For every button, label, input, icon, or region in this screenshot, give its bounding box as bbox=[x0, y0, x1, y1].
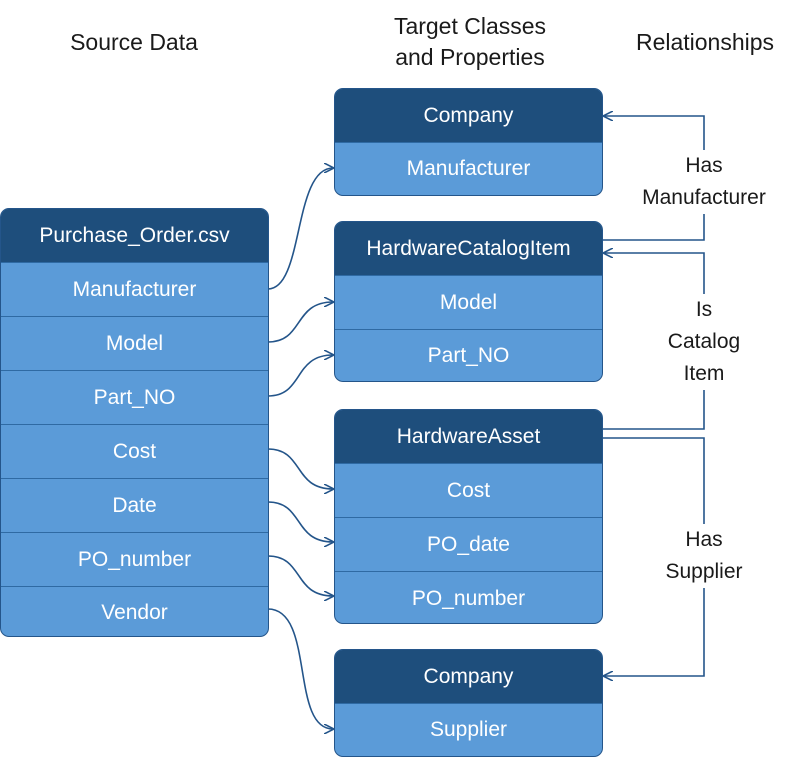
target-class-hardware-asset: HardwareAsset Cost PO_date PO_number bbox=[334, 409, 603, 624]
class-property-part-no: Part_NO bbox=[335, 329, 602, 381]
source-table-title: Purchase_Order.csv bbox=[1, 209, 268, 262]
class-property-po-date: PO_date bbox=[335, 517, 602, 571]
class-property-manufacturer: Manufacturer bbox=[335, 142, 602, 195]
mapping-part-no bbox=[267, 355, 333, 397]
class-property-po-number: PO_number bbox=[335, 571, 602, 623]
target-class-company-manufacturer: Company Manufacturer bbox=[334, 88, 603, 196]
source-field-part-no: Part_NO bbox=[1, 370, 268, 424]
source-field-cost: Cost bbox=[1, 424, 268, 478]
source-field-manufacturer: Manufacturer bbox=[1, 262, 268, 316]
target-classes-heading: Target Classes and Properties bbox=[393, 13, 547, 70]
class-title: Company bbox=[335, 89, 602, 142]
source-field-model: Model bbox=[1, 316, 268, 370]
relationship-label-has-manufacturer: Has Manufacturer bbox=[622, 150, 786, 214]
target-class-hardware-catalog-item: HardwareCatalogItem Model Part_NO bbox=[334, 221, 603, 382]
class-property-model: Model bbox=[335, 275, 602, 329]
class-title: HardwareCatalogItem bbox=[335, 222, 602, 275]
mapping-manufacturer bbox=[267, 168, 333, 290]
class-title: Company bbox=[335, 650, 602, 703]
source-data-heading: Source Data bbox=[70, 29, 198, 55]
mapping-vendor bbox=[267, 608, 333, 729]
class-title: HardwareAsset bbox=[335, 410, 602, 463]
mapping-po-number bbox=[267, 555, 333, 596]
source-field-date: Date bbox=[1, 478, 268, 532]
source-field-po-number: PO_number bbox=[1, 532, 268, 586]
mapping-date bbox=[267, 501, 333, 542]
target-class-company-supplier: Company Supplier bbox=[334, 649, 603, 757]
source-field-vendor: Vendor bbox=[1, 586, 268, 636]
class-property-supplier: Supplier bbox=[335, 703, 602, 756]
mapping-cost bbox=[267, 448, 333, 489]
class-property-cost: Cost bbox=[335, 463, 602, 517]
relationship-label-has-supplier: Has Supplier bbox=[648, 524, 760, 588]
source-table-purchase-order: Purchase_Order.csv Manufacturer Model Pa… bbox=[0, 208, 269, 637]
relationships-heading: Relationships bbox=[635, 29, 775, 55]
relationship-label-is-catalog-item: Is Catalog Item bbox=[655, 294, 753, 390]
mapping-model bbox=[267, 302, 333, 343]
